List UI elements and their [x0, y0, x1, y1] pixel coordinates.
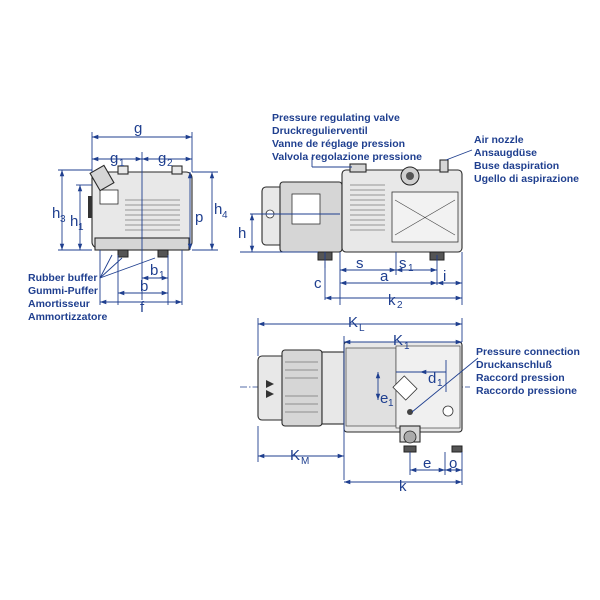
label-rubber-buffer-en: Rubber buffer [28, 272, 97, 284]
dim-h: h [238, 225, 246, 242]
dim-k1-sub: 1 [404, 341, 410, 352]
label-pressure-valve-it: Valvola regolazione pressione [272, 151, 422, 163]
dim-s1-sub: 1 [408, 263, 414, 274]
label-pressure-connection-en: Pressure connection [476, 346, 580, 358]
dim-g1-sub: 1 [119, 158, 125, 169]
label-rubber-buffer-de: Gummi-Puffer [28, 285, 98, 297]
dim-kl-sub: L [359, 323, 365, 334]
dim-k2-sub: 2 [397, 300, 403, 311]
dim-s1: s [399, 255, 407, 272]
dim-c: c [314, 275, 322, 292]
dim-g1: g [110, 150, 118, 167]
dim-kl: K [348, 314, 358, 331]
dim-a: a [380, 268, 389, 285]
top-view-motor-fins [285, 361, 318, 413]
dim-h1: h [70, 213, 78, 230]
dim-k1: K [393, 332, 403, 349]
label-pressure-valve-en: Pressure regulating valve [272, 112, 400, 124]
dim-h3-sub: 3 [60, 214, 66, 225]
dim-g2: g [158, 150, 166, 167]
label-rubber-buffer-fr: Amortisseur [28, 298, 90, 310]
dim-k: k [399, 478, 407, 495]
side-view: g g 1 g 2 h 3 h 1 p h 4 b 1 b f Rubber b… [28, 120, 228, 323]
dim-o: o [449, 455, 457, 472]
dim-i: i [443, 268, 446, 285]
dim-e1: e [380, 390, 388, 407]
front-view: h c s s 1 a i k 2 Pressure regulating va… [238, 112, 579, 311]
dim-e: e [423, 455, 431, 472]
dim-g: g [134, 120, 142, 137]
label-pressure-connection-de: Druckanschluß [476, 359, 552, 371]
label-pressure-connection-fr: Raccord pression [476, 372, 565, 384]
dim-h3: h [52, 205, 60, 222]
label-pressure-valve-fr: Vanne de réglage pression [272, 138, 405, 150]
top-view: K L K 1 d 1 e 1 K M e o k Pressure conne… [240, 314, 580, 495]
dim-h1-sub: 1 [78, 222, 84, 233]
dim-h4-sub: 4 [222, 210, 228, 221]
dim-b: b [140, 278, 148, 295]
side-view-fins [125, 199, 180, 231]
dim-d1-sub: 1 [437, 378, 443, 389]
dim-k2: k [388, 292, 396, 309]
dim-p: p [195, 209, 203, 226]
dim-b1: b [150, 262, 158, 279]
dim-f: f [140, 299, 145, 316]
dim-b1-sub: 1 [159, 270, 165, 281]
dim-s: s [356, 255, 364, 272]
label-air-nozzle-it: Ugello di aspirazione [474, 173, 579, 185]
front-view-fins [350, 184, 385, 231]
label-air-nozzle-de: Ansaugdüse [474, 147, 537, 159]
dim-g2-sub: 2 [167, 158, 173, 169]
dim-km-sub: M [301, 456, 309, 467]
dim-d1: d [428, 370, 436, 387]
label-pressure-connection-it: Raccordo pressione [476, 385, 577, 397]
label-air-nozzle-en: Air nozzle [474, 134, 524, 146]
label-rubber-buffer-it: Ammortizzatore [28, 311, 108, 323]
label-pressure-valve-de: Druckregulierventil [272, 125, 368, 137]
dim-h4: h [214, 201, 222, 218]
label-air-nozzle-fr: Buse daspiration [474, 160, 559, 172]
dim-km: K [290, 447, 300, 464]
dim-e1-sub: 1 [388, 398, 394, 409]
